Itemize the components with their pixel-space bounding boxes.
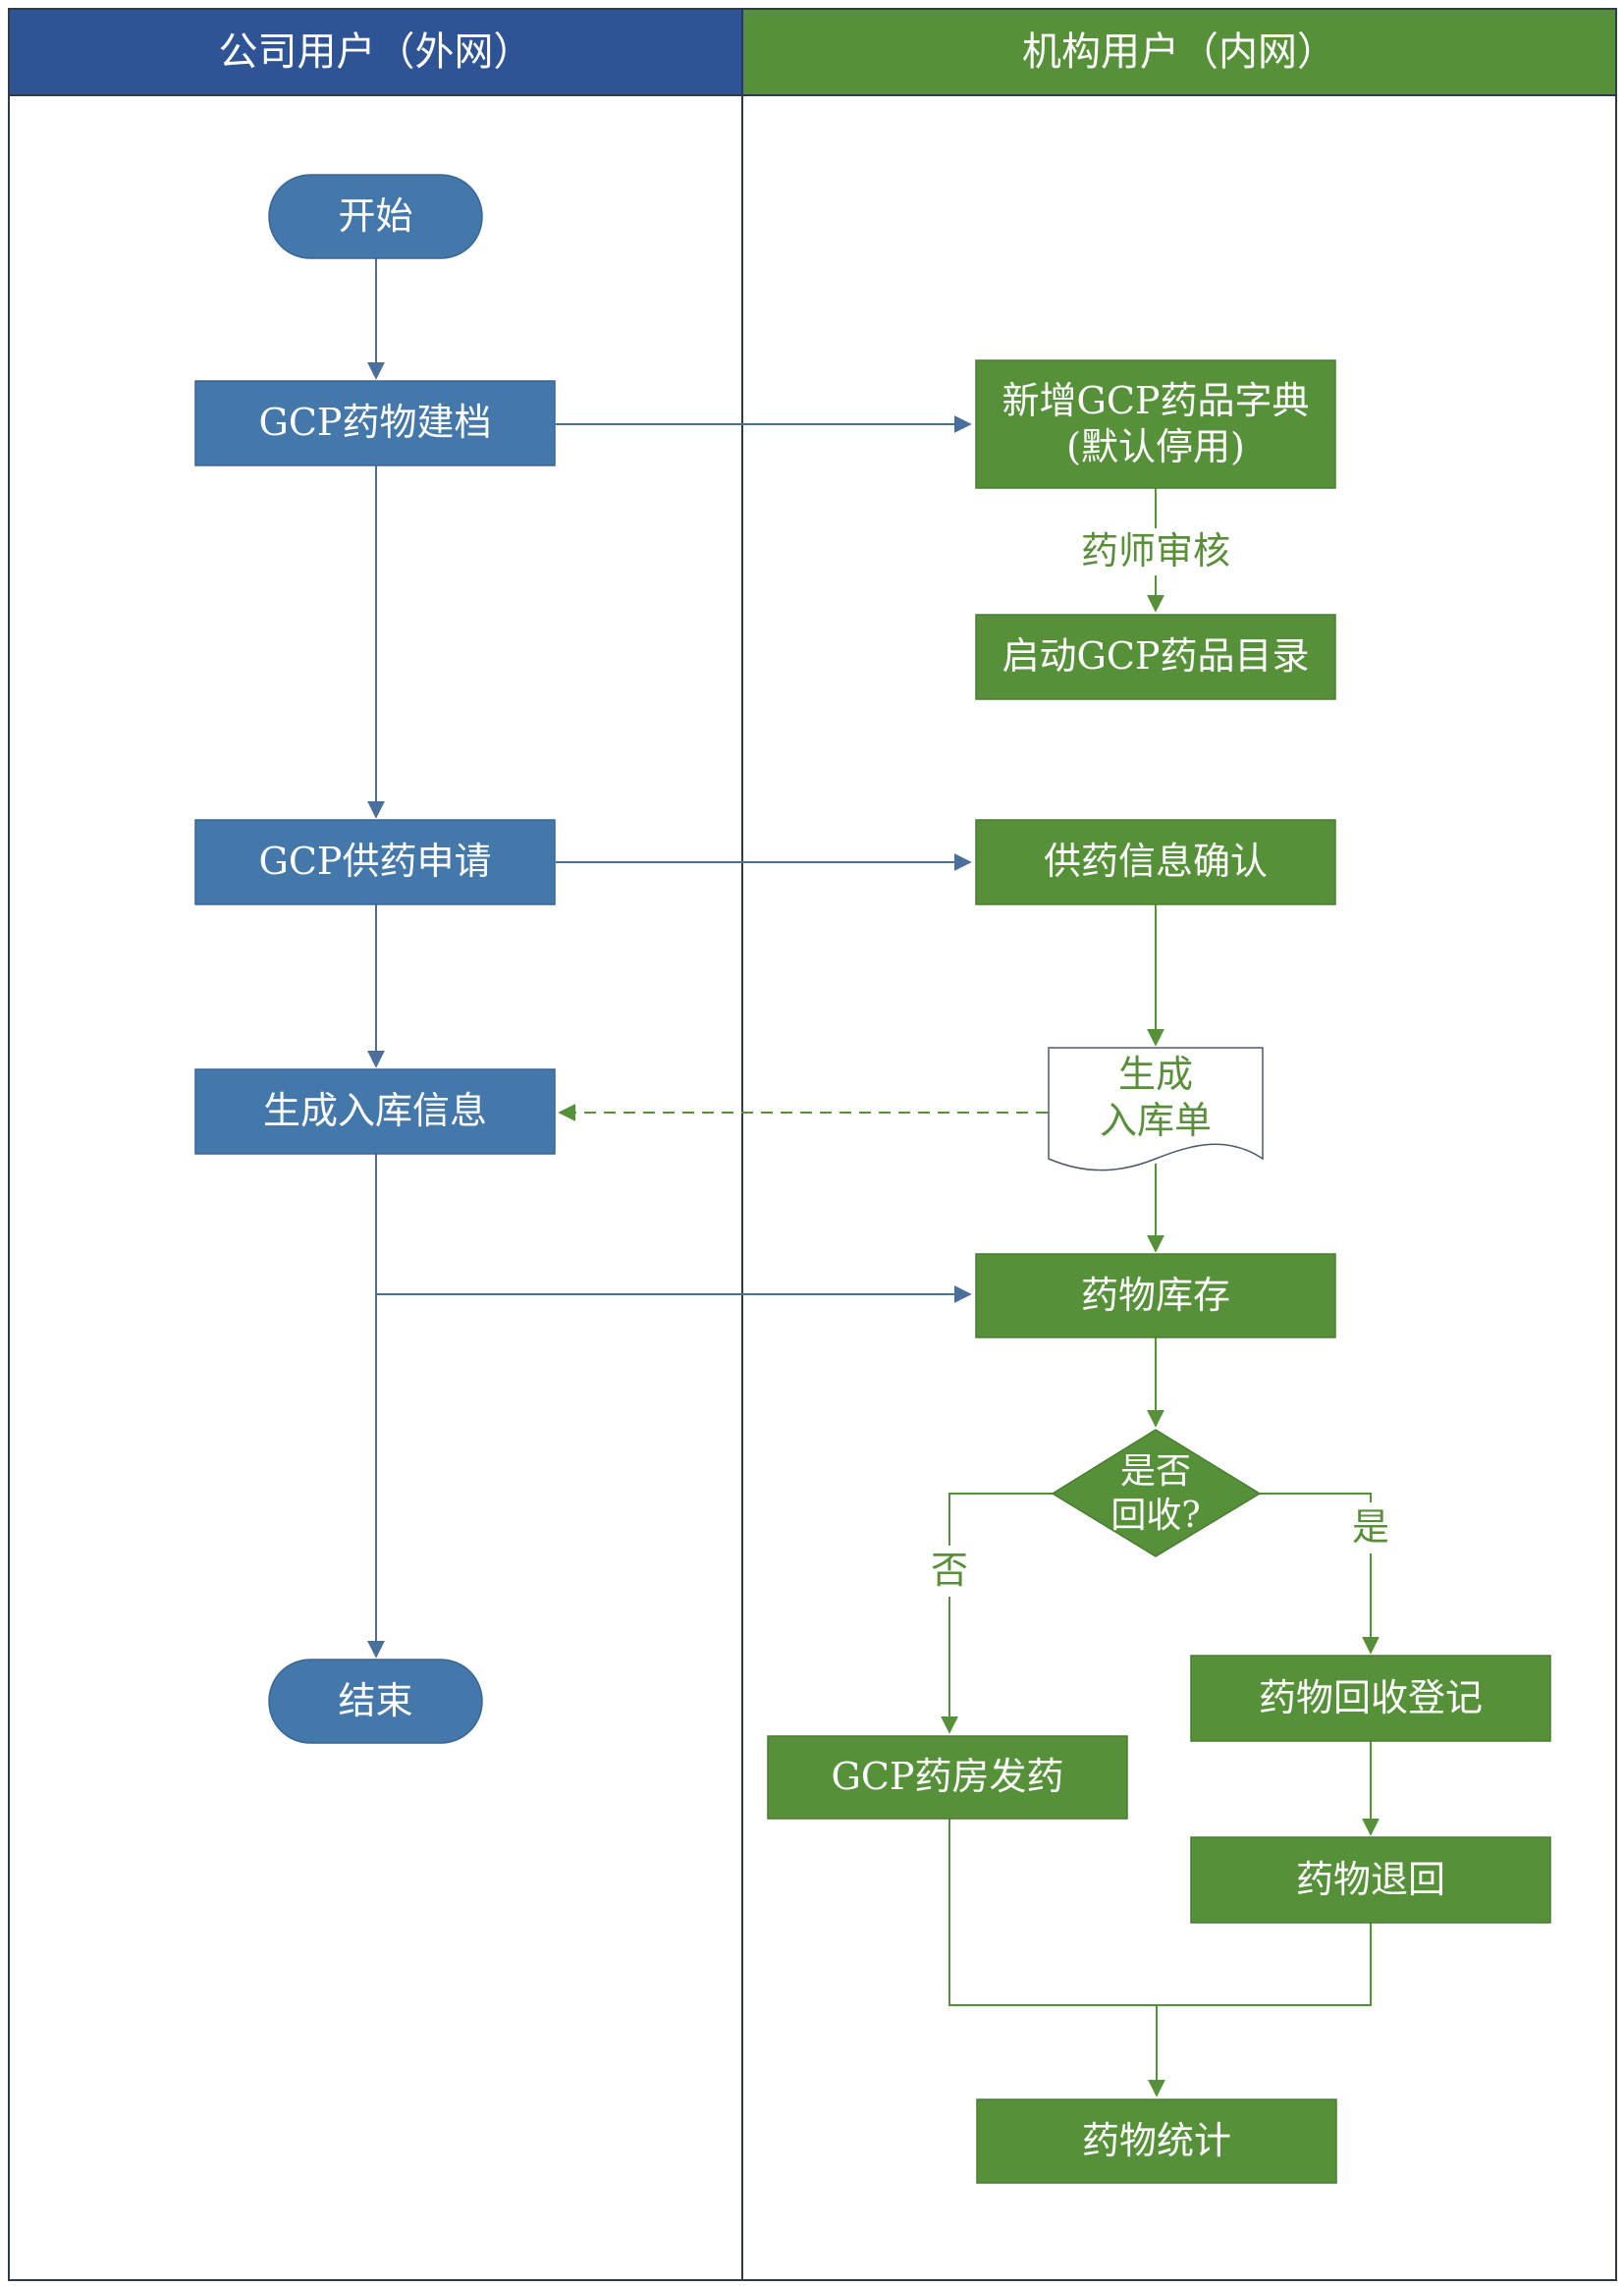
pharmacist-review-label: 药师审核	[1057, 528, 1254, 575]
gcp-supply-request-box	[194, 819, 556, 905]
drug-return-box	[1190, 1836, 1551, 1924]
edge-decision-yes	[1260, 1493, 1380, 1655]
pharmacy-dispense-box	[767, 1735, 1128, 1820]
gcp-drug-archive-label: GCP药物建档	[258, 401, 492, 445]
recall-decision-line2: 回收?	[1110, 1496, 1201, 1536]
end-label: 结束	[338, 1678, 413, 1722]
enable-catalog-label: 启动GCP药品目录	[1001, 634, 1310, 679]
drug-statistics-box	[976, 2098, 1337, 2184]
inbound-doc-line2: 入库单	[1099, 1099, 1212, 1142]
recall-decision-label: 是否 回收?	[1072, 1444, 1239, 1543]
recall-register-label: 药物回收登记	[1258, 1675, 1483, 1719]
start-label: 开始	[338, 193, 413, 238]
edge-dispense-to-merge	[948, 1819, 1372, 2006]
company-connectors	[367, 258, 972, 1659]
decision-no-label: 否	[923, 1546, 976, 1597]
start-terminator	[268, 174, 483, 259]
company-lane-title: 公司用户（外网）	[218, 29, 533, 75]
pharmacy-dispense-label: GCP药房发药	[831, 1755, 1064, 1799]
new-dict-label: 新增GCP药品字典 (默认停用)	[976, 360, 1335, 488]
supply-confirm-label: 供药信息确认	[1043, 840, 1268, 884]
inbound-doc-label: 生成 入库单	[1049, 1051, 1263, 1145]
inbound-doc-shape	[1048, 1047, 1264, 1171]
new-dict-line2: (默认停用)	[1066, 425, 1245, 468]
inbound-doc-line1: 生成	[1117, 1052, 1193, 1096]
gcp-drug-archive-box	[194, 380, 556, 466]
drug-inventory-label: 药物库存	[1080, 1273, 1230, 1317]
end-terminator	[268, 1659, 483, 1744]
drug-statistics-label: 药物统计	[1081, 2118, 1231, 2162]
supply-confirm-box	[975, 819, 1336, 905]
generate-inbound-info-label: 生成入库信息	[262, 1089, 487, 1133]
drug-return-label: 药物退回	[1295, 1857, 1445, 1901]
generate-inbound-info-box	[194, 1068, 556, 1155]
edge-decision-no	[941, 1493, 1053, 1734]
gcp-supply-request-label: GCP供药申请	[258, 840, 492, 884]
recall-decision-diamond	[1051, 1429, 1262, 1557]
institution-connectors	[558, 488, 1380, 2097]
company-lane-header	[9, 9, 742, 95]
drug-inventory-box	[975, 1253, 1336, 1338]
enable-catalog-box	[975, 614, 1336, 700]
new-dict-box	[975, 359, 1336, 489]
institution-lane-title: 机构用户（内网）	[1022, 29, 1336, 75]
recall-register-box	[1190, 1655, 1551, 1742]
decision-yes-label: 是	[1344, 1502, 1397, 1553]
swimlane-frame	[8, 8, 1617, 2281]
new-dict-line1: 新增GCP药品字典	[1001, 378, 1310, 422]
institution-lane-header	[742, 9, 1616, 95]
recall-decision-line1: 是否	[1119, 1451, 1191, 1492]
